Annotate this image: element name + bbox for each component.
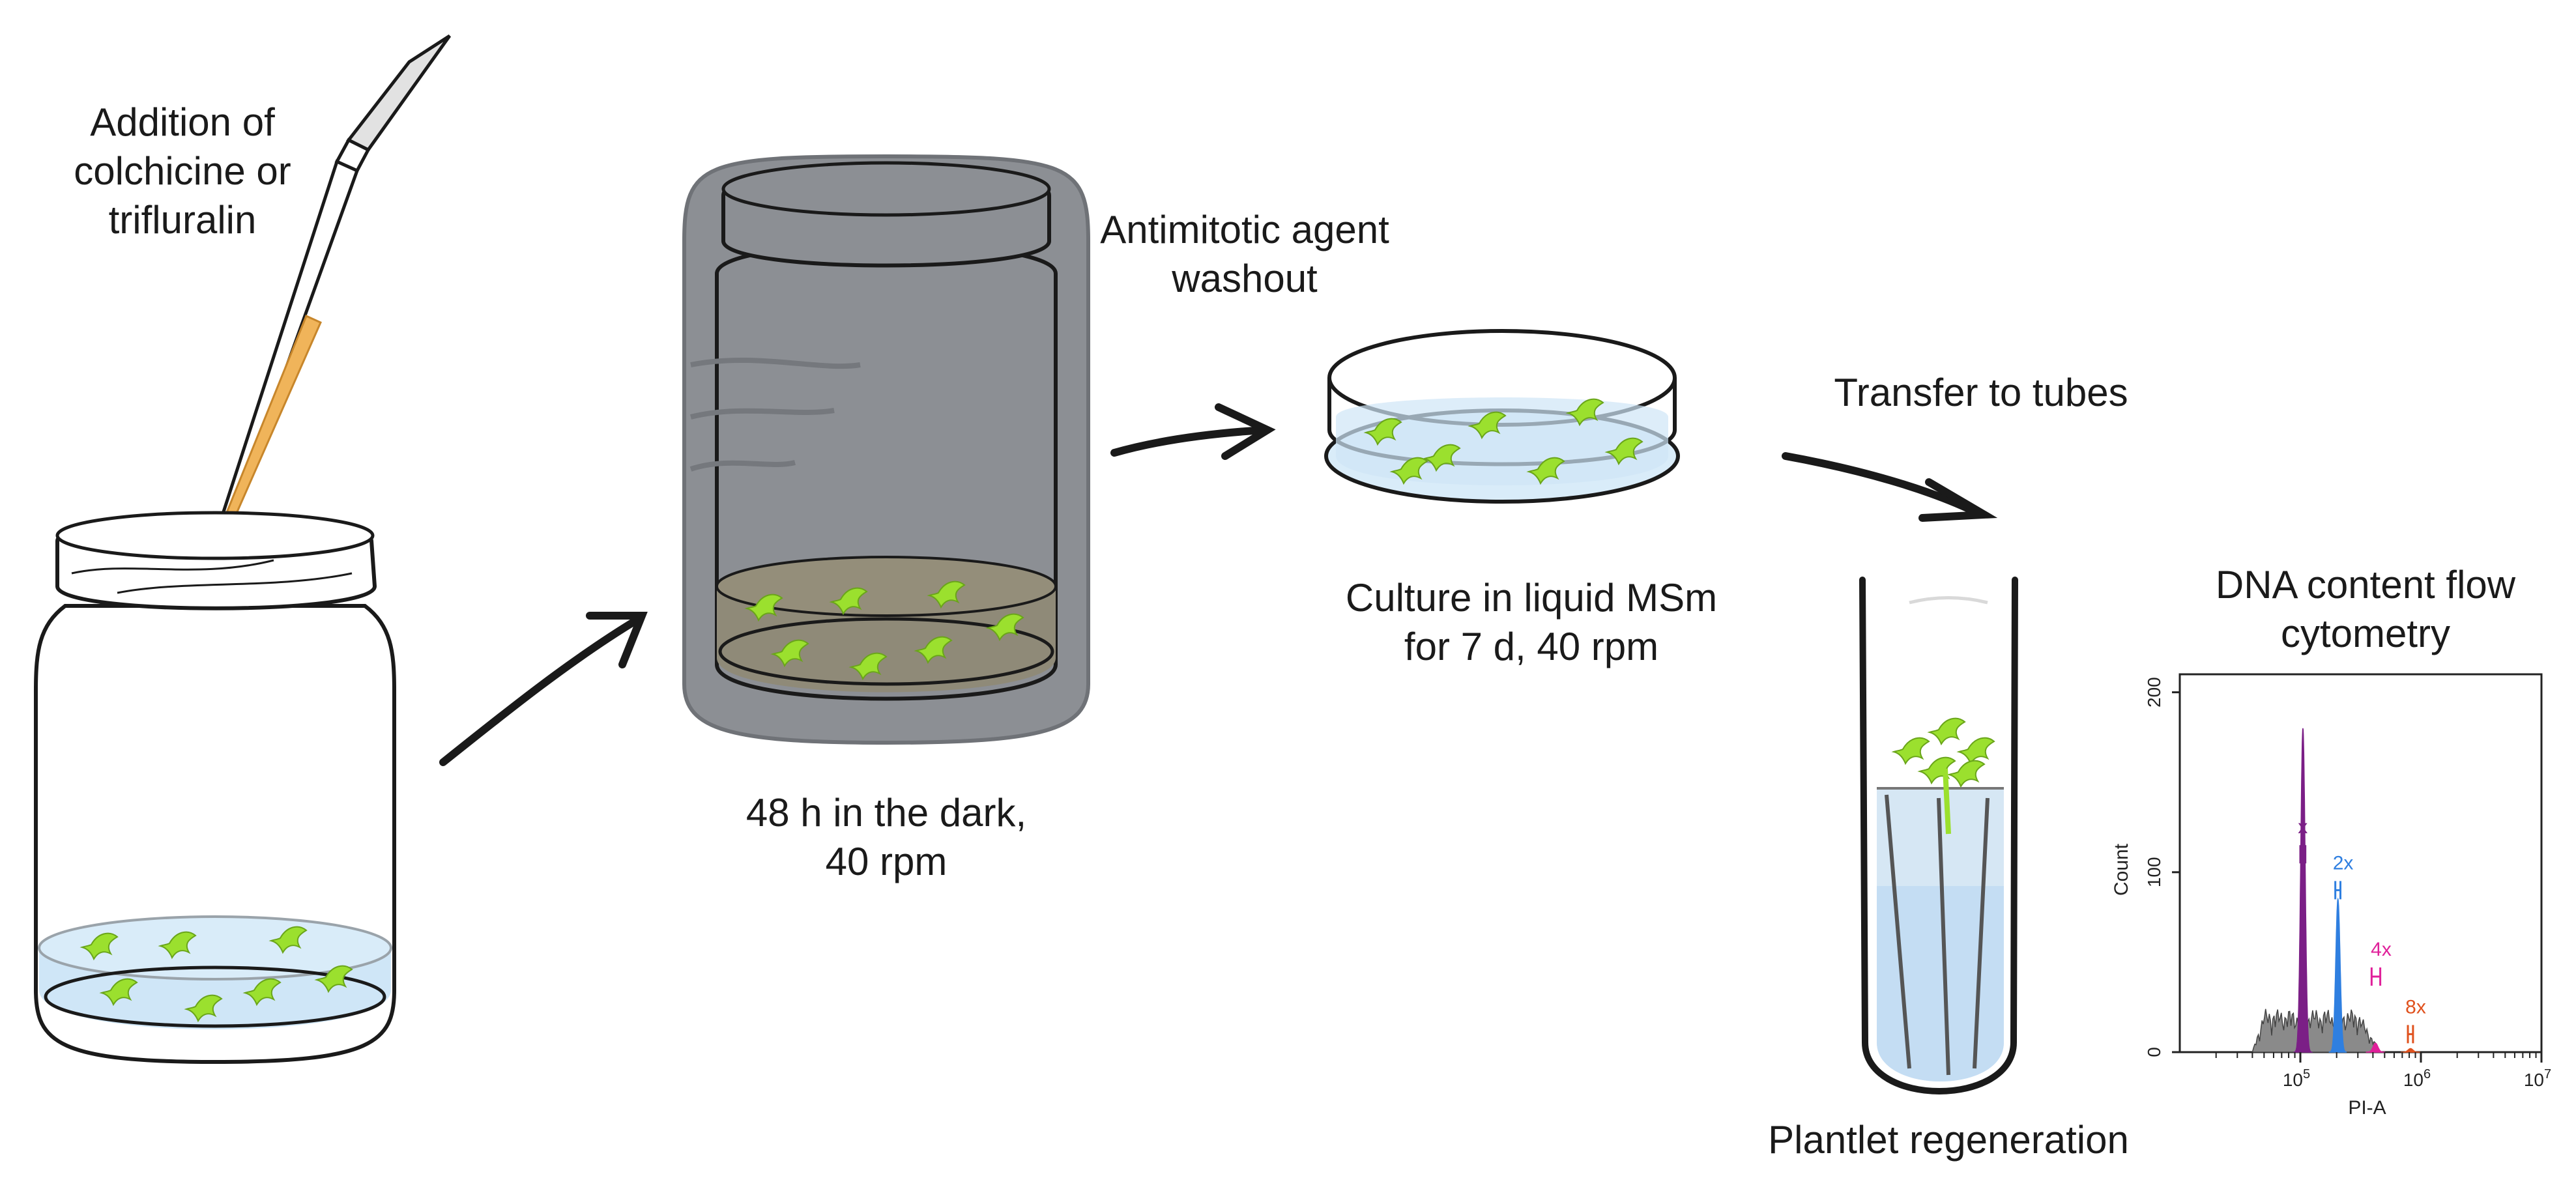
label-line: colchicine or — [74, 149, 291, 193]
arrow-icon — [439, 612, 648, 766]
step-culture-label: Culture in liquid MSm for 7 d, 40 rpm — [1316, 573, 1746, 671]
peak-label-4x: 4x — [2371, 939, 2392, 960]
x-axis-title: PI-A — [2348, 1097, 2386, 1119]
step-addition-label: Addition of colchicine or trifluralin — [39, 98, 326, 244]
arrow-icon — [1110, 403, 1276, 460]
gate-8x — [2407, 1025, 2414, 1044]
label-line: for 7 d, 40 rpm — [1404, 625, 1659, 668]
y-tick-label: 0 — [2144, 1047, 2164, 1057]
step-regeneration-label: Plantlet regeneration — [1727, 1115, 2170, 1164]
y-axis-title: Count — [2111, 843, 2132, 896]
petri-dish-icon — [1324, 329, 1680, 504]
dark-jar-icon — [682, 154, 1090, 745]
y-tick-label: 200 — [2144, 677, 2164, 708]
peak-label-2x: 2x — [2333, 852, 2354, 874]
label-line: 48 h in the dark, — [745, 791, 1027, 835]
peak-label-8x: 8x — [2405, 996, 2426, 1018]
label-line: Transfer to tubes — [1834, 371, 2128, 414]
arrow-icon — [1782, 452, 1998, 522]
label-line: 40 rpm — [825, 840, 948, 883]
gate-4x — [2370, 967, 2382, 986]
x-tick-label: 105 — [2283, 1067, 2310, 1090]
label-line: DNA content flow — [2215, 563, 2516, 607]
histogram-background — [2251, 1008, 2381, 1053]
step-transfer-label: Transfer to tubes — [1786, 368, 2177, 417]
step-washout-label: Antimitotic agent washout — [1069, 205, 1421, 303]
gate-2x — [2334, 881, 2341, 900]
x-tick-label: 106 — [2403, 1067, 2431, 1090]
peak-label-x: x — [2298, 816, 2308, 838]
label-line: Plantlet regeneration — [1768, 1118, 2129, 1162]
plot-frame — [2178, 673, 2543, 1053]
test-tube-icon — [1859, 577, 2018, 1094]
label-line: Addition of — [90, 100, 275, 144]
peak-4x — [2366, 1042, 2386, 1053]
label-line: cytometry — [2280, 612, 2451, 655]
step-flow-label: DNA content flow cytometry — [2157, 560, 2574, 658]
step-dark-label: 48 h in the dark, 40 rpm — [704, 788, 1069, 886]
label-line: Antimitotic agent — [1100, 208, 1389, 251]
x-tick-label: 107 — [2524, 1067, 2551, 1090]
peak-x — [2293, 728, 2313, 1053]
peak-2x — [2328, 897, 2347, 1053]
label-line: Culture in liquid MSm — [1345, 576, 1718, 620]
gate-x — [2299, 845, 2307, 864]
label-line: washout — [1172, 257, 1318, 300]
y-tick-label: 100 — [2144, 857, 2164, 887]
pipette-icon — [210, 34, 452, 549]
jar-icon — [34, 511, 396, 1065]
label-line: trifluralin — [108, 198, 257, 242]
peak-8x — [2401, 1048, 2420, 1053]
